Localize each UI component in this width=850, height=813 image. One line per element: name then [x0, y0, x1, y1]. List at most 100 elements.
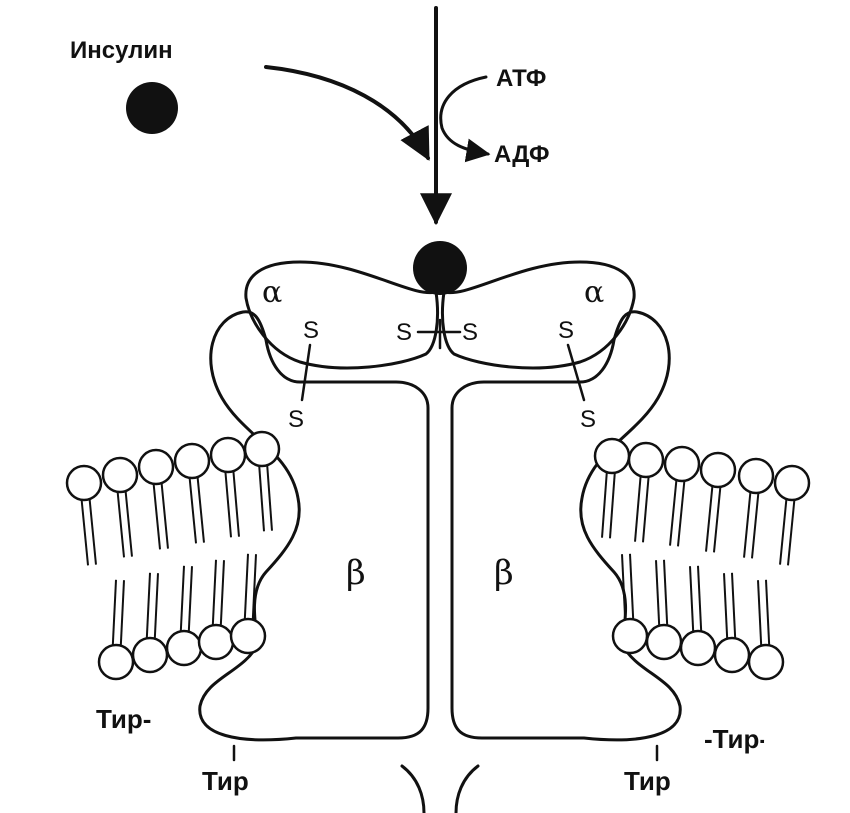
lipid-head-left-top5	[245, 432, 279, 466]
lipid-tail-right-top1-1	[643, 477, 649, 542]
white-blob-lower-left	[112, 760, 188, 813]
lipid-head-right-top2	[665, 447, 699, 481]
lipid-head-left-bot1	[133, 638, 167, 672]
lipid-head-left-top1	[103, 458, 137, 492]
lipid-head-right-top3	[701, 453, 735, 487]
lipid-head-right-top4	[739, 459, 773, 493]
lipid-tail-right-top1-0	[635, 477, 641, 542]
lipid-tail-right-top5-0	[780, 500, 786, 565]
lipid-head-right-top1	[629, 443, 663, 477]
lipid-head-right-bot0	[613, 619, 647, 653]
lipid-tail-left-top2-0	[154, 484, 160, 549]
lipid-tail-left-bot3-1	[213, 560, 216, 625]
lipid-tail-left-bot2-0	[189, 566, 192, 631]
lipid-tail-right-top3-1	[714, 487, 720, 552]
tyr-label-right-lower: Тир	[624, 766, 671, 796]
lipid-head-right-top5	[775, 466, 809, 500]
lipid-tail-left-top5-1	[267, 466, 272, 531]
lipid-tail-right-bot0-0	[630, 554, 633, 619]
lipid-tail-right-top4-1	[752, 493, 758, 558]
lipid-tail-left-bot0-0	[121, 580, 124, 645]
sulfur-label-right-alpha: S	[558, 317, 574, 344]
lipid-tail-right-bot3-0	[732, 573, 735, 638]
lipid-tail-left-top3-1	[198, 478, 204, 543]
lipid-tail-left-bot3-0	[221, 560, 224, 625]
lipid-tail-left-bot1-1	[147, 573, 150, 638]
lipid-tail-right-top0-1	[610, 473, 615, 538]
lipid-head-left-top0	[67, 466, 101, 500]
lipid-head-left-top3	[175, 444, 209, 478]
lipid-head-left-bot2	[167, 631, 201, 665]
beta-label-right: β	[494, 553, 514, 593]
beta-subunit-left	[200, 312, 428, 740]
alpha-subunit-right	[442, 262, 634, 368]
lipid-head-left-bot3	[199, 625, 233, 659]
lipid-tail-right-bot4-0	[766, 580, 769, 645]
lipid-head-right-bot3	[715, 638, 749, 672]
lipid-tail-left-top4-1	[233, 472, 239, 537]
lipid-tail-left-bot4-1	[245, 554, 248, 619]
sulfur-label-left-beta: S	[288, 406, 304, 433]
lipid-head-right-bot1	[647, 625, 681, 659]
disulfide-bond-right	[568, 345, 584, 400]
beta-subunit-right	[452, 312, 680, 740]
white-blob-right	[764, 694, 850, 790]
atp-label: АТФ	[496, 65, 546, 92]
lipid-tail-right-top2-0	[670, 481, 676, 546]
lipid-head-right-top0	[595, 439, 629, 473]
alpha-label-left: α	[262, 275, 282, 310]
lipid-tail-left-top2-1	[162, 484, 168, 549]
lipid-tail-left-bot1-0	[155, 573, 158, 638]
lipid-tail-left-top1-0	[118, 492, 124, 557]
alpha-label-right: α	[584, 275, 604, 310]
lipid-head-left-top2	[139, 450, 173, 484]
lipid-tail-left-top4-0	[225, 472, 231, 537]
insulin-binding-arrow	[266, 67, 428, 158]
lipid-bilayer-left	[67, 432, 279, 679]
lipid-bilayer-right	[595, 439, 809, 679]
lipid-tail-right-top2-1	[678, 481, 684, 546]
lipid-tail-left-bot2-1	[181, 566, 184, 631]
adp-label: АДФ	[494, 141, 550, 168]
lipid-tail-right-top3-0	[706, 487, 712, 552]
lipid-tail-right-bot3-1	[724, 573, 727, 638]
sulfur-label-left-alpha: S	[303, 317, 319, 344]
lipid-tail-right-bot2-1	[690, 566, 693, 631]
sulfur-label-center-right: S	[462, 319, 478, 346]
insulin-label: Инсулин	[70, 37, 173, 64]
white-blob-lower-right	[678, 760, 754, 813]
lipid-tail-right-bot1-0	[664, 560, 667, 625]
lipid-tail-left-top0-0	[82, 500, 88, 565]
sulfur-label-center-left: S	[396, 319, 412, 346]
beta-label-left: β	[346, 553, 366, 593]
lipid-tail-right-bot4-1	[758, 580, 761, 645]
lipid-tail-left-top3-0	[190, 478, 196, 543]
lipid-tail-left-top0-1	[90, 500, 96, 565]
cytoplasmic-tail-left	[402, 766, 424, 813]
tyr-label-left-upper: Тир-	[96, 704, 151, 734]
free-insulin-molecule	[126, 82, 178, 134]
tyr-label-right-upper: -Тир-	[704, 724, 768, 754]
lipid-tail-left-top1-1	[126, 492, 132, 557]
lipid-head-right-bot4	[749, 645, 783, 679]
lipid-tail-right-top0-0	[602, 473, 607, 538]
bound-insulin-molecule	[413, 241, 467, 295]
lipid-head-right-bot2	[681, 631, 715, 665]
lipid-head-left-bot0	[99, 645, 133, 679]
disulfide-bond-left	[302, 345, 310, 400]
lipid-tail-left-top5-0	[259, 466, 264, 531]
cytoplasmic-tail-right	[456, 766, 478, 813]
atp-adp-arrow	[441, 77, 488, 154]
lipid-tail-left-bot0-1	[113, 580, 116, 645]
lipid-head-left-top4	[211, 438, 245, 472]
lipid-tail-right-top4-0	[744, 493, 750, 558]
lipid-tail-right-top5-1	[788, 500, 794, 565]
lipid-head-left-bot4	[231, 619, 265, 653]
lipid-tail-right-bot2-0	[698, 566, 701, 631]
sulfur-label-right-beta: S	[580, 406, 596, 433]
white-blob-left	[0, 692, 98, 792]
tyr-label-left-lower: Тир	[202, 766, 249, 796]
lipid-tail-right-bot1-1	[656, 560, 659, 625]
